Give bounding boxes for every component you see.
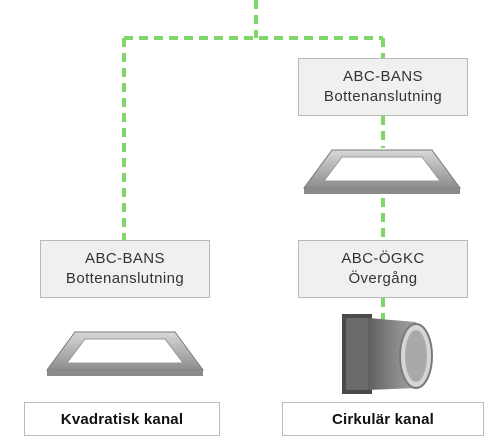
duct-type-label-left: Kvadratisk kanal <box>24 402 220 436</box>
component-box-right-bottom[interactable]: ABC-ÖGKC Övergång <box>298 240 468 298</box>
duct-type-label-right: Cirkulär kanal <box>282 402 484 436</box>
square-to-round-adapter-icon <box>342 314 433 394</box>
square-frame-icon <box>303 149 461 194</box>
component-box-right-top[interactable]: ABC-BANS Bottenanslutning <box>298 58 468 116</box>
component-name: Bottenanslutning <box>65 270 185 287</box>
component-code: ABC-BANS <box>343 68 423 85</box>
component-code: ABC-ÖGKC <box>341 250 425 267</box>
component-code: ABC-BANS <box>85 250 165 267</box>
component-name: Övergång <box>348 270 418 287</box>
square-frame-icon <box>46 331 204 376</box>
component-box-left[interactable]: ABC-BANS Bottenanslutning <box>40 240 210 298</box>
component-name: Bottenanslutning <box>323 88 443 105</box>
